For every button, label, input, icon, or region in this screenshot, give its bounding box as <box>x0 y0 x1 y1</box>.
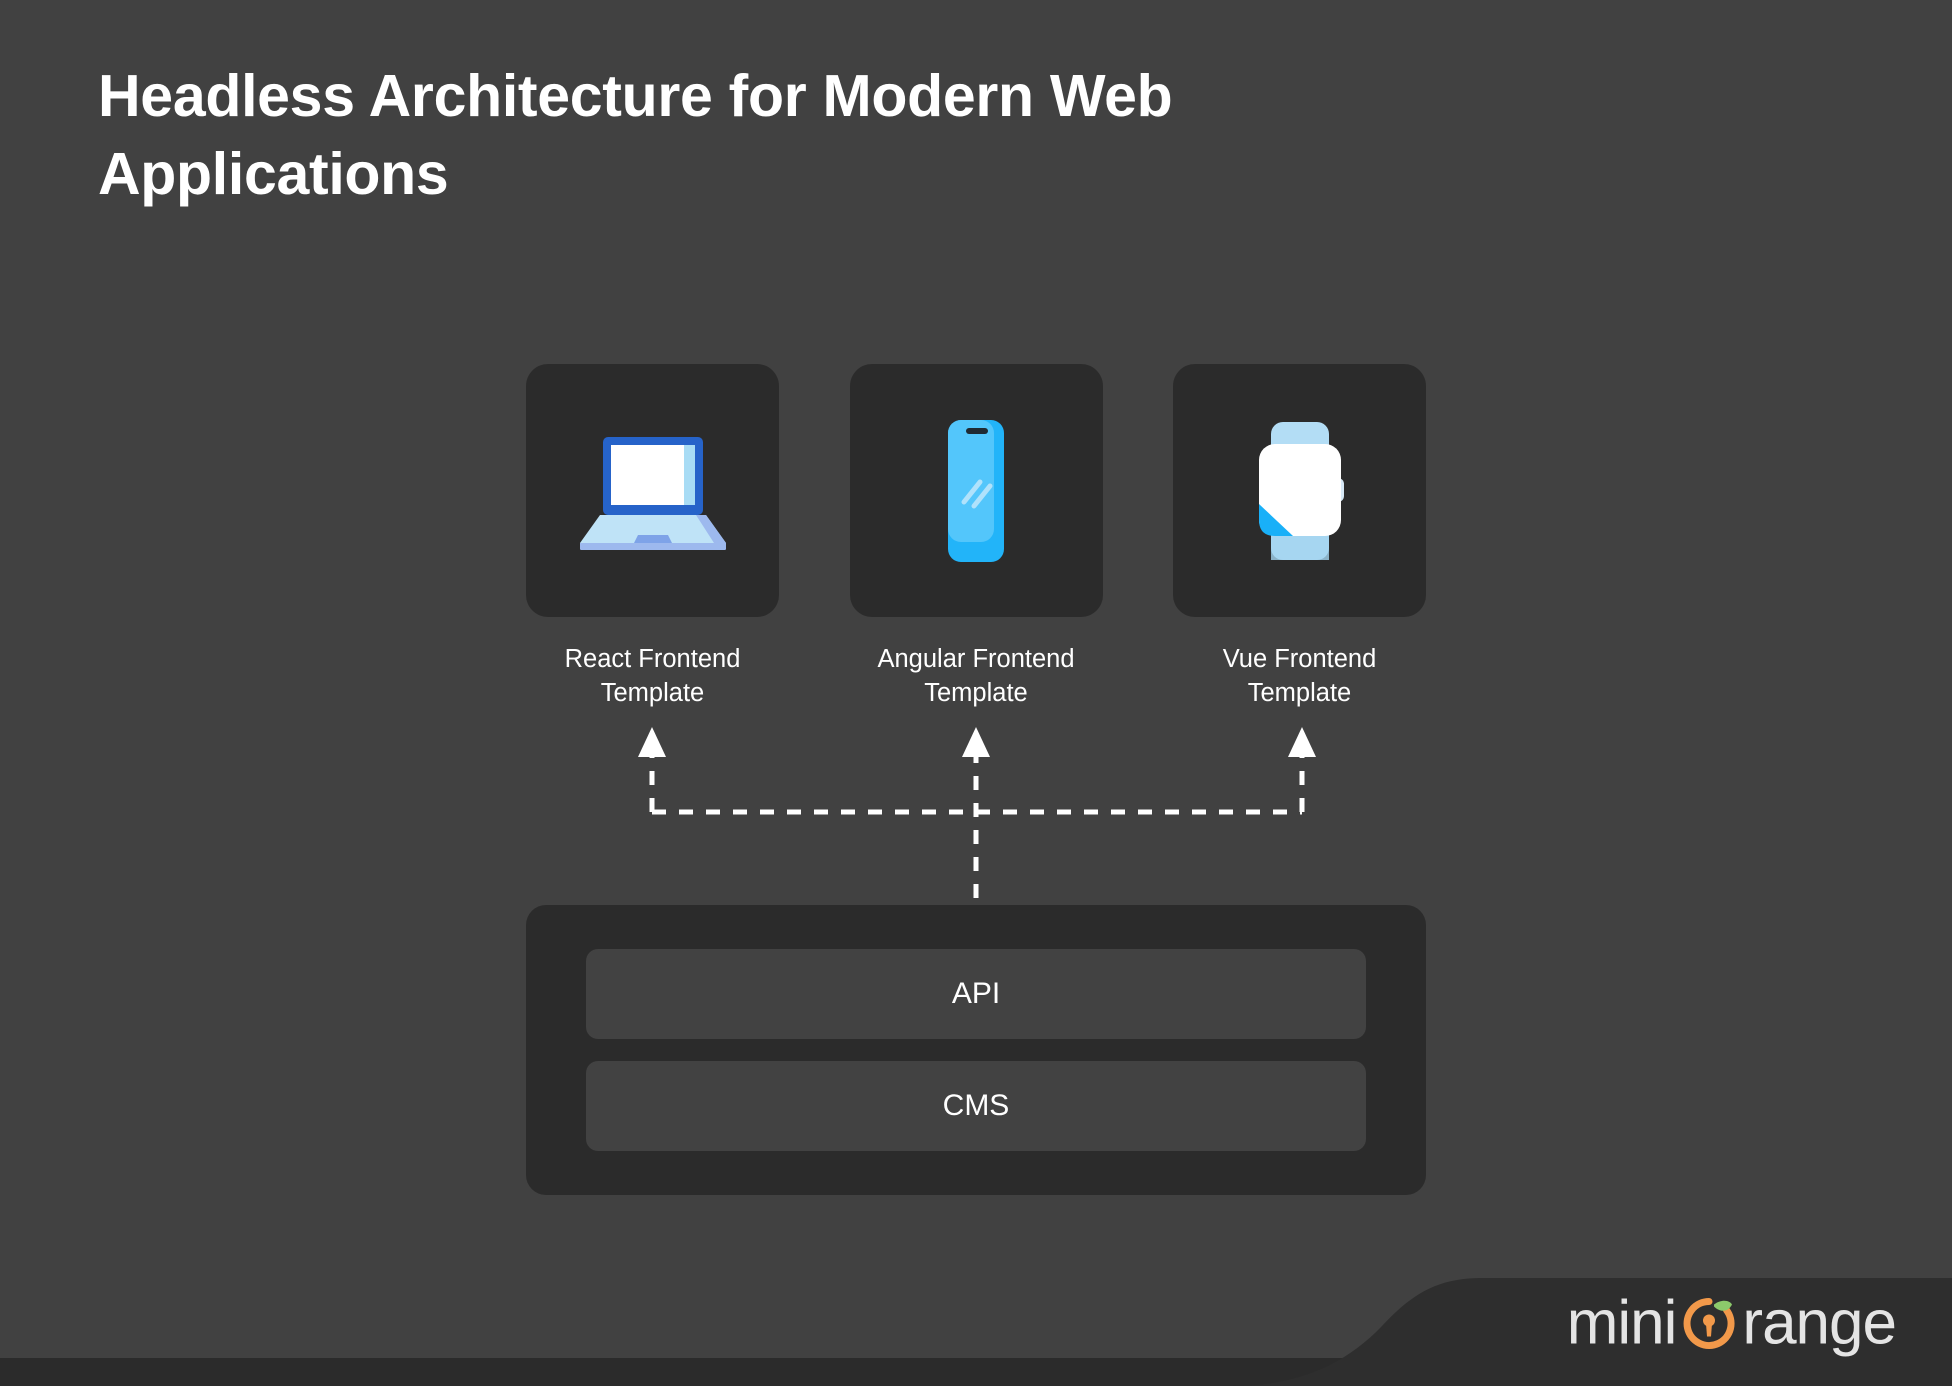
frontend-label-react: React Frontend Template <box>564 645 741 707</box>
laptop-icon <box>579 436 726 550</box>
backend-box-cms[interactable]: CMS <box>586 1061 1366 1151</box>
logo-banner: mini range <box>1232 1260 1952 1386</box>
frontend-label-angular: Angular Frontend Template <box>877 645 1075 707</box>
arrowhead-angular <box>962 727 990 757</box>
frontend-card-react[interactable]: React Frontend Template <box>526 364 779 710</box>
smartphone-icon <box>948 419 1004 562</box>
minioramge-logo: mini range <box>1566 1288 1897 1359</box>
page-title: Headless Architecture for Modern Web App… <box>98 63 1173 207</box>
logo-text-range: range <box>1742 1288 1897 1358</box>
orange-lock-icon <box>1678 1292 1740 1354</box>
frontend-label-vue: Vue Frontend Template <box>1222 645 1377 707</box>
banner-shape <box>1232 1278 1952 1386</box>
logo-text-mini: mini <box>1566 1288 1678 1358</box>
backend-box-api[interactable]: API <box>586 949 1366 1039</box>
icon-card-angular[interactable] <box>849 364 1103 617</box>
backend-panel: API CMS <box>526 905 1426 1195</box>
icon-card-react[interactable] <box>526 364 779 617</box>
arrowhead-react <box>638 727 666 757</box>
frontend-card-vue[interactable]: Vue Frontend Template <box>1173 364 1426 710</box>
frontend-cards-row: React Frontend Template Angular Frontend… <box>526 364 1426 710</box>
frontend-card-angular[interactable]: Angular Frontend Template <box>849 364 1103 710</box>
smartwatch-icon <box>1258 421 1344 560</box>
icon-card-vue[interactable] <box>1173 364 1426 617</box>
arrowhead-vue <box>1288 727 1316 757</box>
